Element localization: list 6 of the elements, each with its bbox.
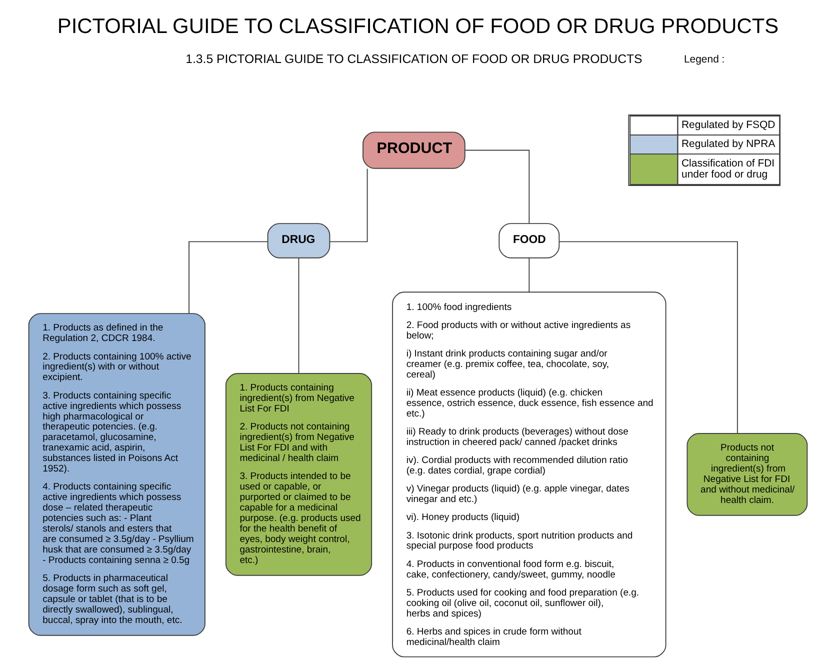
diagram-title: PICTORIAL GUIDE TO CLASSIFICATION OF FOOD OR DRUG PRODUCTS — [57, 14, 779, 38]
label: Legend : — [684, 54, 725, 66]
legend-label: Regulated by FSQD — [682, 120, 776, 132]
legend-label: Regulated by NPRA — [682, 139, 776, 150]
label: 1.3.5 PICTORIAL GUIDE TO CLASSIFICATION OF FOOD OR DRUG PRODUCTS — [186, 52, 642, 66]
legend-label: Classification of FDI under food or drug — [682, 158, 775, 181]
